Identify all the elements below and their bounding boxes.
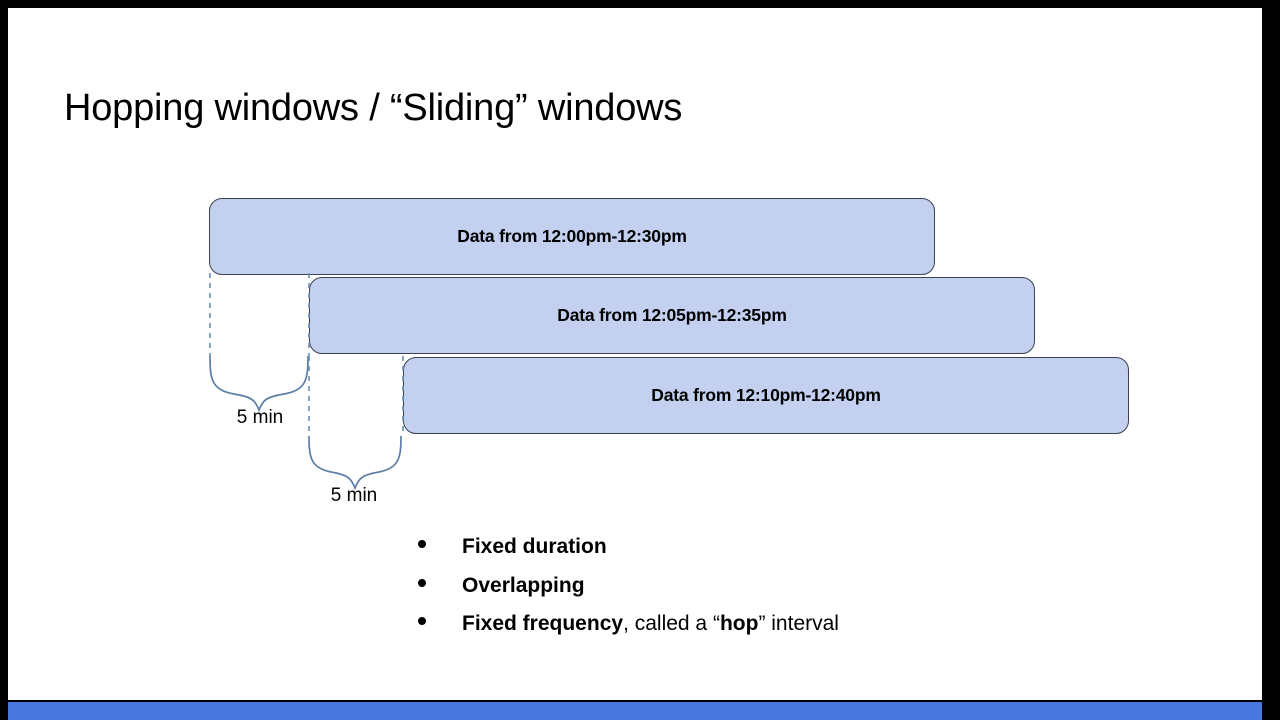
bullet-dot-icon — [418, 540, 426, 548]
hop-brace-1 — [209, 355, 309, 413]
bullet-1-strong: Fixed duration — [462, 535, 607, 558]
hop-label-2: 5 min — [330, 485, 378, 506]
window-box-2-label: Data from 12:05pm-12:35pm — [557, 305, 787, 325]
window-box-3-label: Data from 12:10pm-12:40pm — [651, 385, 881, 405]
bullet-list: Fixed duration Overlapping Fixed frequen… — [418, 528, 839, 644]
bullet-2-strong: Overlapping — [462, 573, 585, 597]
page-title: Hopping windows / “Sliding” windows — [64, 87, 683, 129]
bullet-3-normal-2: ” interval — [758, 612, 839, 635]
bullet-3-strong: Fixed frequency — [462, 612, 624, 635]
progress-fill — [8, 702, 1262, 720]
hop-brace-2 — [308, 435, 402, 491]
window-box-1: Data from 12:00pm-12:30pm — [209, 198, 935, 275]
bullet-dot-icon — [418, 578, 426, 587]
list-item: Fixed duration — [418, 528, 839, 567]
presentation-progress-bar[interactable] — [8, 702, 1262, 720]
window-box-2: Data from 12:05pm-12:35pm — [309, 277, 1035, 354]
bullet-dot-icon — [418, 617, 426, 625]
list-item: Overlapping — [418, 567, 839, 606]
hop-label-1: 5 min — [236, 407, 284, 428]
slide-frame: Hopping windows / “Sliding” windows Data… — [8, 8, 1262, 700]
window-box-1-label: Data from 12:00pm-12:30pm — [457, 226, 687, 246]
list-item: Fixed frequency, called a “hop” interval — [418, 605, 839, 644]
bullet-3-normal: , called a “ — [623, 612, 720, 635]
window-box-3: Data from 12:10pm-12:40pm — [403, 357, 1129, 434]
bullet-3-strong-2: hop — [719, 612, 759, 635]
